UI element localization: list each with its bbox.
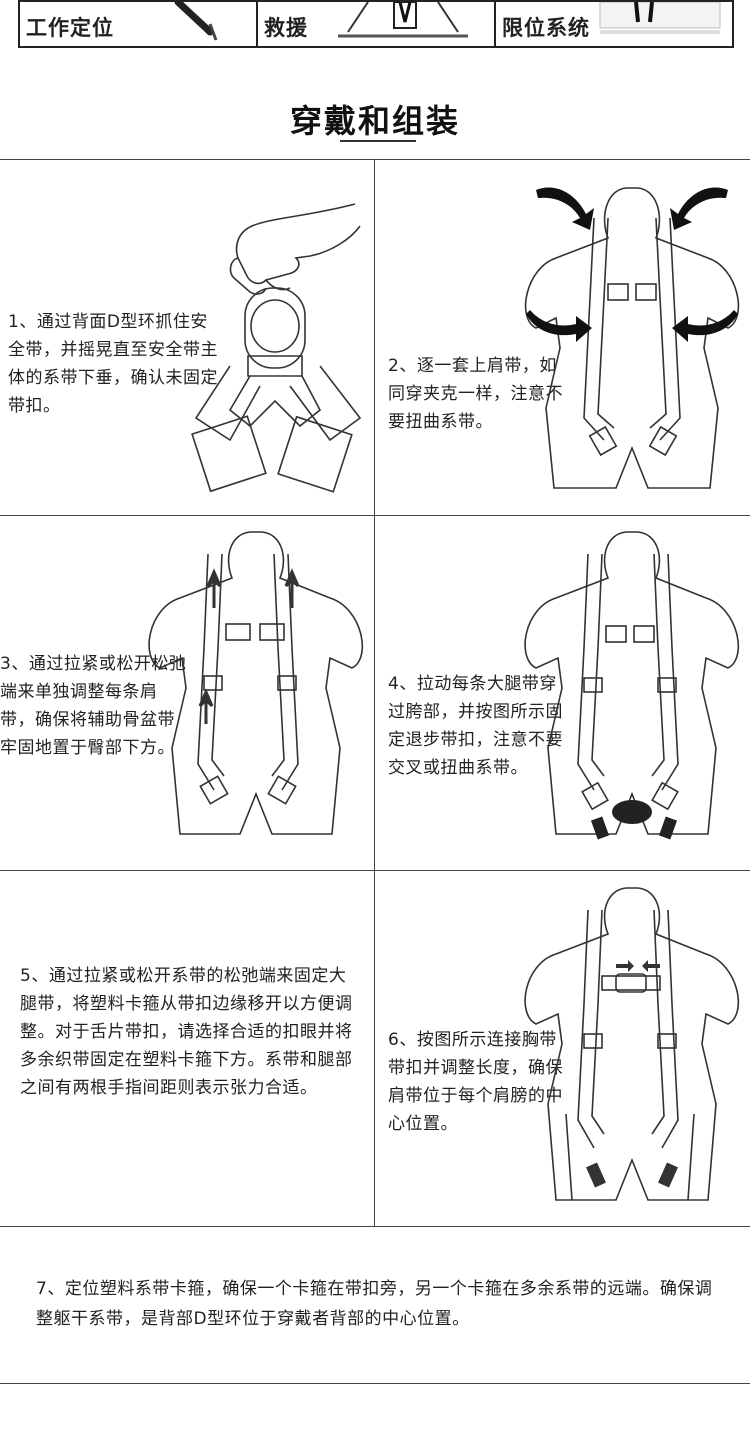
adjust-shoulder-straps-figure (140, 528, 370, 848)
restraint-icon (596, 2, 726, 46)
rescue-tripod-icon (328, 2, 478, 46)
step-7-text: 7、定位塑料系带卡箍，确保一个卡箍在带扣旁，另一个卡箍在多余系带的远端。确保调整… (36, 1274, 726, 1334)
grid-divider (0, 515, 750, 516)
grid-column-divider (374, 159, 375, 1226)
leg-straps-figure (516, 528, 748, 848)
carabiner-icon (170, 2, 230, 46)
step-5-text: 5、通过拉紧或松开系带的松弛端来固定大腿带，将塑料卡箍从带扣边缘移开以方便调整。… (20, 962, 356, 1102)
shoulder-straps-figure (516, 178, 748, 498)
grid-divider (0, 870, 750, 871)
hand-holding-harness-figure (190, 196, 370, 496)
table-cell-label: 限位系统 (502, 12, 590, 42)
grid-divider (0, 1226, 750, 1227)
grid-divider (0, 159, 750, 160)
grid-divider (0, 1383, 750, 1384)
table-cell-label: 工作定位 (26, 12, 114, 42)
table-cell-label: 救援 (264, 12, 308, 42)
table-cell-rescue: 救援 (258, 2, 496, 46)
table-cell-work-positioning: 工作定位 (20, 2, 258, 46)
title-underline (340, 140, 416, 142)
chest-strap-figure (516, 884, 748, 1214)
section-title: 穿戴和组装 (0, 96, 750, 142)
harness-use-table: 工作定位 救援 限位系统 (18, 0, 734, 48)
table-cell-restraint: 限位系统 (496, 2, 732, 46)
